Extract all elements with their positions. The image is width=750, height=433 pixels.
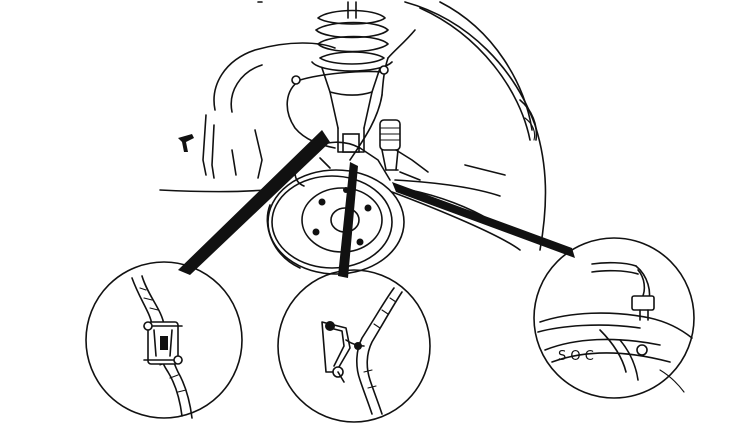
caliper-lettering: S O C — [558, 349, 594, 364]
arrow-mark-icon — [178, 134, 194, 152]
leader-hose-bracket — [338, 162, 358, 278]
wheel-arch — [159, 1, 547, 251]
coil-spring-strut-icon — [311, 1, 393, 153]
hose-clip-icon — [379, 65, 389, 75]
callout-leaders — [178, 130, 575, 278]
leader-hose-clip — [178, 130, 330, 275]
leader-caliper-union — [392, 182, 575, 258]
hose-clip-detail-icon — [85, 261, 243, 419]
brake-disc-icon — [266, 169, 405, 275]
hose-clip-icon — [291, 75, 301, 85]
hose-bracket-detail-icon — [277, 269, 431, 423]
driveshaft-icon — [379, 119, 429, 181]
caliper-union-detail-icon: S O C — [533, 237, 695, 399]
